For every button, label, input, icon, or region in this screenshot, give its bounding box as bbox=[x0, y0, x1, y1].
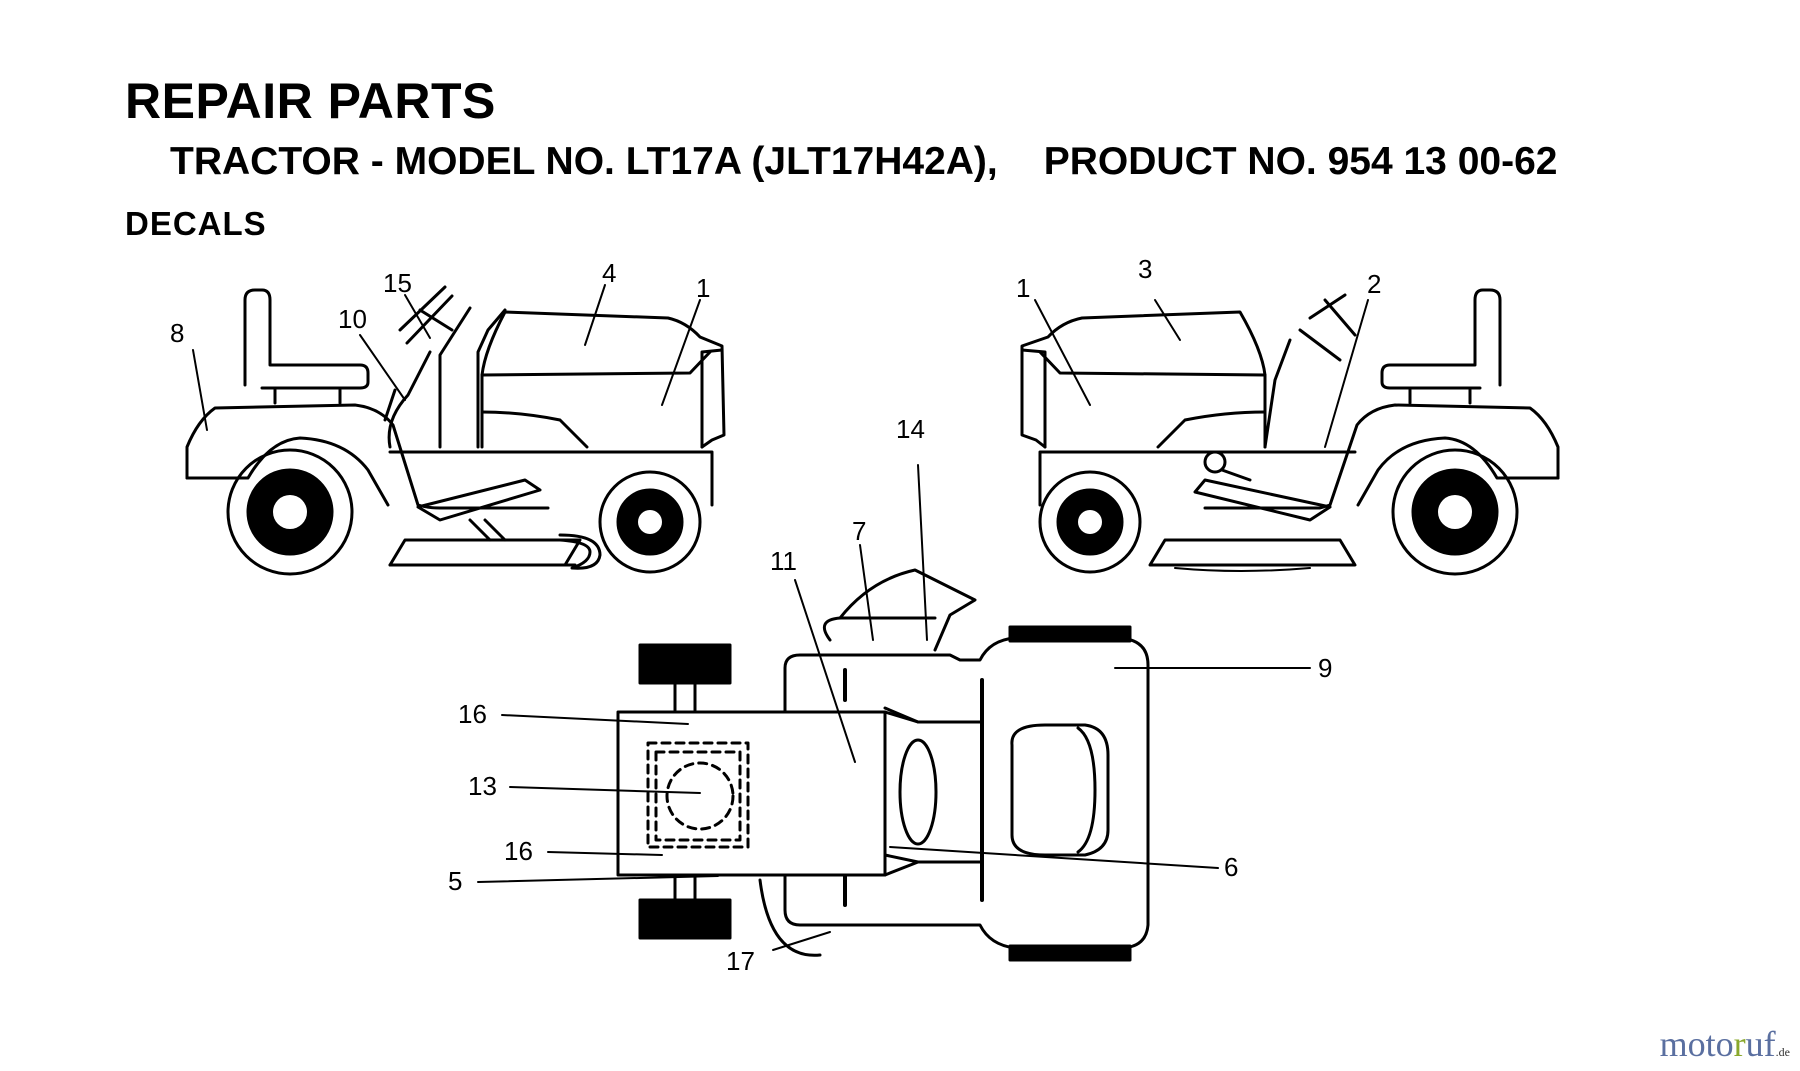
callout-3: 3 bbox=[1138, 254, 1152, 284]
product-number: PRODUCT NO. 954 13 00-62 bbox=[1043, 140, 1558, 183]
callout-labels: 15 4 1 10 8 1 3 2 14 7 11 9 16 13 16 5 6… bbox=[170, 254, 1381, 976]
callout-15: 15 bbox=[383, 268, 412, 298]
callout-17: 17 bbox=[726, 946, 755, 976]
callout-16-upper: 16 bbox=[458, 699, 487, 729]
callout-6: 6 bbox=[1224, 852, 1238, 882]
callout-8: 8 bbox=[170, 318, 184, 348]
callout-14: 14 bbox=[896, 414, 925, 444]
page-subtitle: TRACTOR - MODEL NO. LT17A (JLT17H42A), PR… bbox=[170, 140, 1557, 184]
callout-1-left: 1 bbox=[696, 273, 710, 303]
section-heading: DECALS bbox=[125, 205, 267, 242]
callout-13: 13 bbox=[468, 771, 497, 801]
callout-11: 11 bbox=[770, 546, 797, 576]
callout-7: 7 bbox=[852, 516, 866, 546]
tractor-left-view bbox=[185, 285, 726, 576]
leader-lines bbox=[192, 284, 1369, 951]
model-number: TRACTOR - MODEL NO. LT17A (JLT17H42A), bbox=[170, 140, 998, 183]
tractor-right-view bbox=[1020, 288, 1560, 576]
callout-5: 5 bbox=[448, 866, 462, 896]
callout-16-lower: 16 bbox=[504, 836, 533, 866]
callout-9: 9 bbox=[1318, 653, 1332, 683]
tractor-top-view bbox=[616, 568, 1150, 962]
callout-10: 10 bbox=[338, 304, 367, 334]
callout-2: 2 bbox=[1367, 269, 1381, 299]
callout-4: 4 bbox=[602, 258, 616, 288]
callout-1-right: 1 bbox=[1016, 273, 1030, 303]
watermark-logo: motoruf.de bbox=[1659, 1024, 1790, 1064]
page-title: REPAIR PARTS bbox=[125, 73, 496, 129]
